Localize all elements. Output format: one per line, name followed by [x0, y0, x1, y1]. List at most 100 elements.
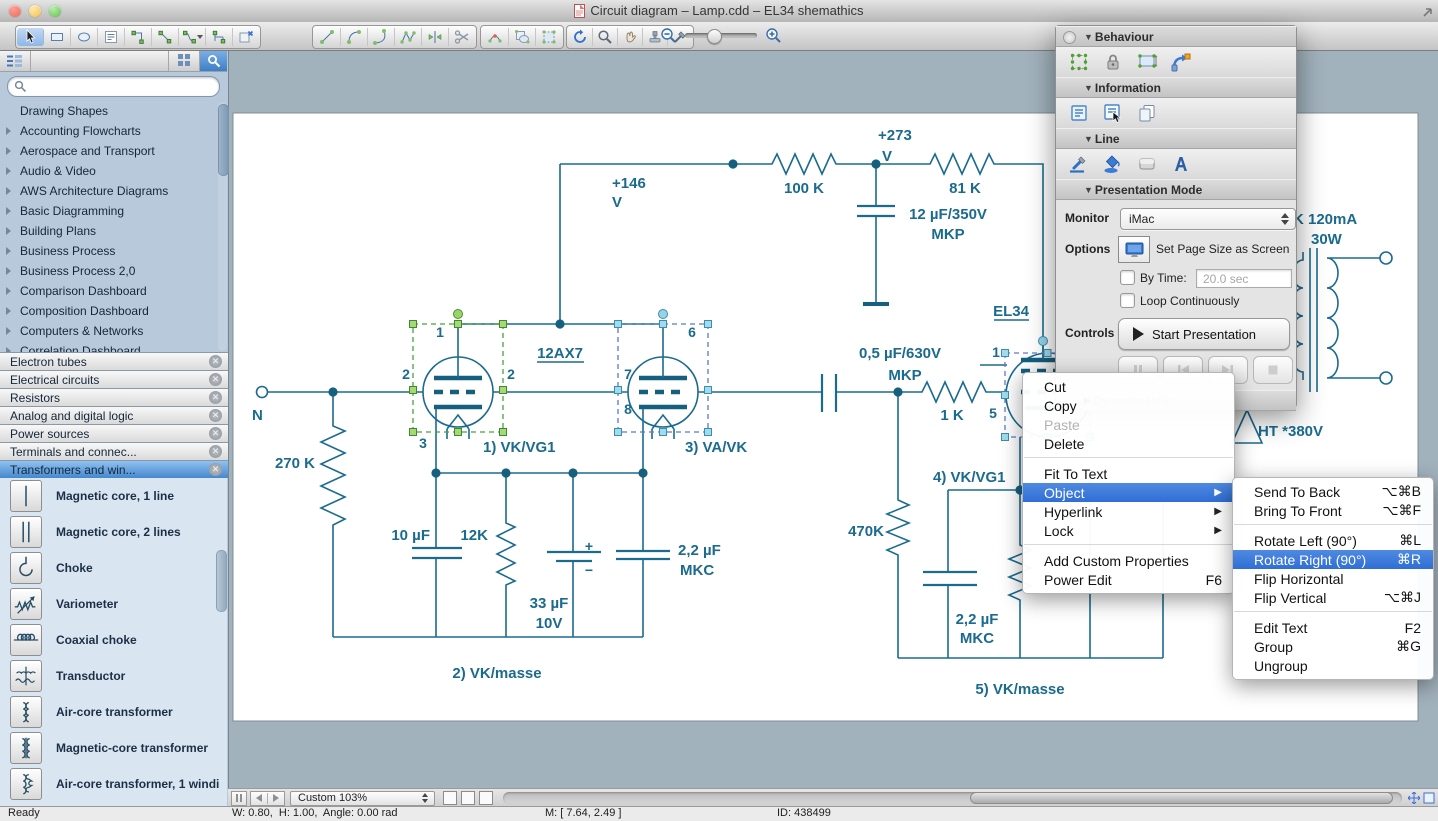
page-box[interactable]: [479, 791, 493, 805]
library-item[interactable]: Accounting Flowcharts: [0, 121, 227, 141]
menu-item-send-to-back[interactable]: Send To Back⌥⌘B: [1233, 482, 1433, 501]
chevron-right-icon[interactable]: [6, 287, 11, 295]
library-item[interactable]: Correlation Dashboard: [0, 341, 227, 352]
menu-item-bring-to-front[interactable]: Bring To Front⌥⌘F: [1233, 501, 1433, 520]
tab-terminals-connectors[interactable]: Terminals and connec...✕: [0, 442, 228, 460]
reshape-tool[interactable]: [482, 28, 509, 46]
zoom-tool[interactable]: [593, 28, 618, 46]
list-item-magnetic-core-1-line[interactable]: Magnetic core, 1 line: [0, 478, 227, 514]
connector-dropdown-icon[interactable]: [197, 35, 203, 39]
menu-item-lock[interactable]: Lock▶: [1023, 521, 1234, 540]
pane-splitter-handle[interactable]: [231, 791, 247, 806]
menu-item-fit-to-text[interactable]: Fit To Text: [1023, 464, 1234, 483]
search-input[interactable]: [7, 76, 220, 97]
arc-tool[interactable]: [341, 28, 368, 46]
chevron-right-icon[interactable]: [6, 247, 11, 255]
zoom-level-select[interactable]: Custom 103%: [290, 791, 435, 806]
connector-direct[interactable]: [152, 28, 179, 46]
tab-analog-digital-logic[interactable]: Analog and digital logic✕: [0, 406, 228, 424]
menu-item-copy[interactable]: Copy: [1023, 396, 1234, 415]
by-time-checkbox[interactable]: [1120, 270, 1135, 285]
chevron-right-icon[interactable]: [6, 187, 11, 195]
menu-item-power-edit[interactable]: Power EditF6: [1023, 570, 1234, 589]
menu-item-rotate-left[interactable]: Rotate Left (90°)⌘L: [1233, 531, 1433, 550]
set-page-size-button[interactable]: [1118, 236, 1150, 263]
list-item-coaxial-choke[interactable]: Coaxial choke: [0, 622, 227, 658]
library-item[interactable]: Aerospace and Transport: [0, 141, 227, 161]
page-box[interactable]: [461, 791, 475, 805]
split-tool[interactable]: [422, 28, 449, 46]
menu-item-object[interactable]: Object▶: [1023, 483, 1234, 502]
tab-electron-tubes[interactable]: Electron tubes✕: [0, 352, 228, 370]
note-icon[interactable]: [1066, 102, 1092, 124]
grid-view-icon[interactable]: [169, 50, 200, 71]
resize-frame-icon[interactable]: [1134, 51, 1160, 73]
list-item-magnetic-core-transformer[interactable]: Magnetic-core transformer: [0, 730, 227, 766]
close-circle-icon[interactable]: ✕: [209, 355, 222, 368]
horizontal-scrollbar[interactable]: [503, 792, 1402, 804]
previous-page-icon[interactable]: [251, 793, 268, 804]
menu-item-cut[interactable]: Cut: [1023, 377, 1234, 396]
selection-frame-icon[interactable]: [1066, 51, 1092, 73]
zoom-in-icon[interactable]: [765, 27, 782, 44]
ellipse-tool[interactable]: [71, 28, 98, 46]
curve-tool[interactable]: [368, 28, 395, 46]
tab-electrical-circuits[interactable]: Electrical circuits✕: [0, 370, 228, 388]
rotate-tool[interactable]: [568, 28, 593, 46]
list-item-choke[interactable]: Choke: [0, 550, 227, 586]
menu-item-hyperlink[interactable]: Hyperlink▶: [1023, 502, 1234, 521]
library-item[interactable]: AWS Architecture Diagrams: [0, 181, 227, 201]
by-time-input[interactable]: 20.0 sec: [1196, 269, 1292, 288]
select-shapes-tool[interactable]: [536, 28, 562, 46]
disclosure-triangle-icon[interactable]: ▼: [1084, 83, 1093, 93]
chevron-right-icon[interactable]: [6, 127, 11, 135]
close-circle-icon[interactable]: ✕: [209, 409, 222, 422]
information-section-header[interactable]: ▼Information: [1056, 77, 1296, 98]
horizontal-scrollbar-thumb[interactable]: [970, 792, 1393, 804]
menu-item-group[interactable]: Group⌘G: [1233, 637, 1433, 656]
group-shapes-tool[interactable]: [509, 28, 536, 46]
disclosure-triangle-icon[interactable]: ▼: [1084, 185, 1093, 195]
disclosure-triangle-icon[interactable]: ▼: [1084, 134, 1093, 144]
close-circle-icon[interactable]: ✕: [209, 391, 222, 404]
library-item[interactable]: Basic Diagramming: [0, 201, 227, 221]
library-item[interactable]: Business Process: [0, 241, 227, 261]
list-item-variometer[interactable]: Variometer: [0, 586, 227, 622]
menu-item-edit-text[interactable]: Edit TextF2: [1233, 618, 1433, 637]
presentation-section-header[interactable]: ▼Presentation Mode: [1056, 179, 1296, 200]
menu-item-ungroup[interactable]: Ungroup: [1233, 656, 1433, 675]
line-section-header[interactable]: ▼Line: [1056, 128, 1296, 149]
monitor-select[interactable]: iMac: [1120, 208, 1296, 230]
text-tool[interactable]: [98, 28, 125, 46]
connector-corner[interactable]: [125, 28, 152, 46]
start-presentation-button[interactable]: Start Presentation: [1118, 318, 1290, 350]
lock-icon[interactable]: [1100, 51, 1126, 73]
scissors-tool[interactable]: [449, 28, 475, 46]
chevron-right-icon[interactable]: [6, 267, 11, 275]
menu-item-rotate-right[interactable]: Rotate Right (90°)⌘R: [1233, 550, 1433, 569]
menu-item-flip-horizontal[interactable]: Flip Horizontal: [1233, 569, 1433, 588]
list-item-transductor[interactable]: Transductor: [0, 658, 227, 694]
library-item[interactable]: Building Plans: [0, 221, 227, 241]
list-item-magnetic-core-2-lines[interactable]: Magnetic core, 2 lines: [0, 514, 227, 550]
connector-action-icon[interactable]: [1168, 51, 1194, 73]
duplicates-icon[interactable]: [1134, 102, 1160, 124]
disclosure-triangle-icon[interactable]: ▼: [1084, 32, 1093, 42]
close-circle-icon[interactable]: ✕: [209, 373, 222, 386]
chevron-right-icon[interactable]: [6, 227, 11, 235]
next-page-icon[interactable]: [268, 793, 284, 804]
stop-button[interactable]: [1253, 356, 1293, 384]
select-arrow[interactable]: [17, 28, 44, 46]
list-item-air-core-transformer-1-winding[interactable]: Air-core transformer, 1 windi: [0, 766, 227, 802]
search-icon[interactable]: [200, 50, 227, 71]
menu-item-delete[interactable]: Delete: [1023, 434, 1234, 453]
delete-shape-tool[interactable]: [233, 28, 259, 46]
library-item[interactable]: Composition Dashboard: [0, 301, 227, 321]
tree-view-icon[interactable]: [0, 50, 31, 71]
zoom-out-icon[interactable]: [660, 27, 677, 44]
library-item[interactable]: Audio & Video: [0, 161, 227, 181]
fill-bucket-icon[interactable]: [1100, 153, 1126, 175]
line-tool[interactable]: [314, 28, 341, 46]
library-item[interactable]: Drawing Shapes: [0, 101, 227, 121]
brush-icon[interactable]: [1066, 153, 1092, 175]
